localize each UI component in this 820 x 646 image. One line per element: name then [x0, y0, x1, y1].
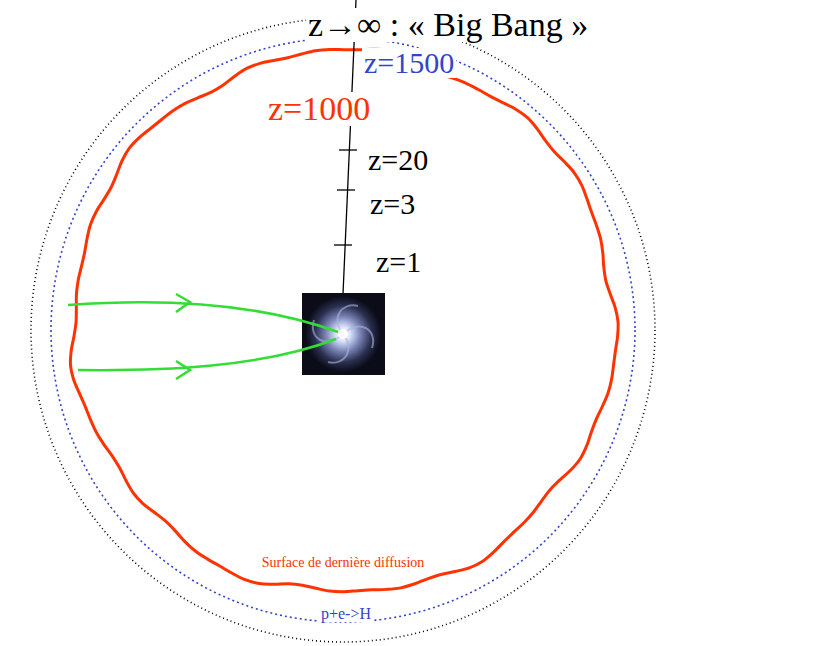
big-bang-label: z→∞ : « Big Bang » [306, 8, 590, 42]
redshift-label: z=1500 [362, 48, 456, 78]
light-ray [68, 294, 338, 332]
surface-label: Surface de dernière diffusion [260, 556, 427, 570]
redshift-label: z=3 [368, 189, 417, 219]
axis-tick [334, 244, 352, 245]
redshift-label: z=1 [374, 247, 423, 277]
redshift-axis [343, 0, 356, 294]
galaxy-picture [302, 293, 385, 375]
last-scattering-surface [70, 49, 618, 591]
light-ray [78, 339, 336, 379]
big-bang-circle [31, 18, 655, 642]
axis-tick [339, 149, 357, 150]
redshift-label: z=1000 [266, 92, 372, 126]
axis-tick [337, 189, 355, 190]
reaction-label: p+e->H [319, 606, 373, 622]
redshift-label: z=20 [366, 145, 430, 175]
recombination-circle [51, 38, 635, 622]
